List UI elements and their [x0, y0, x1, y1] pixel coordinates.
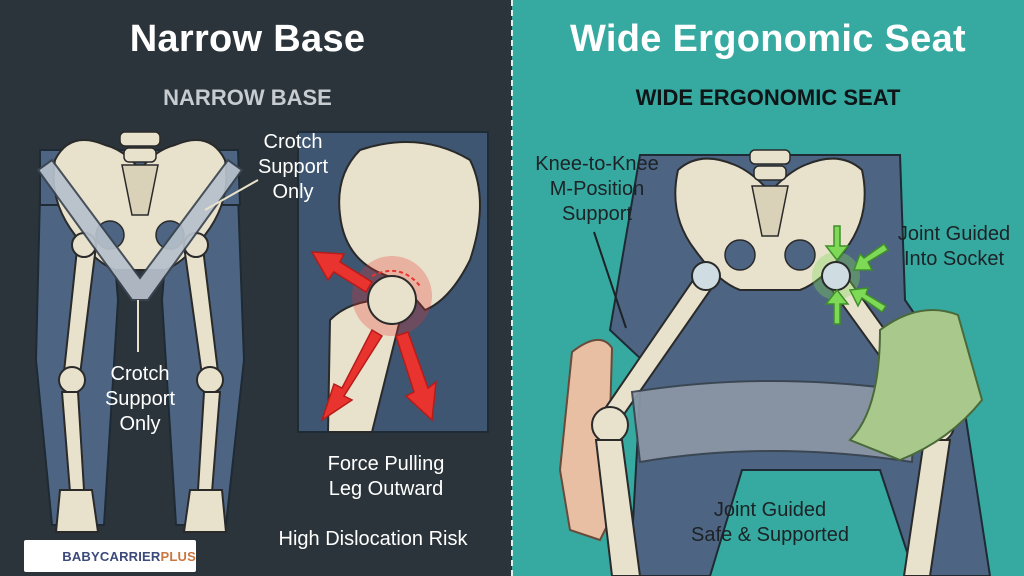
logo-brand-b: CARRIER [99, 548, 161, 564]
right-shin-b [902, 439, 952, 576]
left-foot-b [182, 489, 228, 533]
left-spine-a [119, 131, 161, 147]
right-shin-a [594, 439, 642, 576]
right-label-knee-line1: Knee-to-Knee [535, 153, 659, 175]
green-arrow-right-bottom [848, 287, 888, 314]
arrow-down-left [320, 328, 384, 422]
arrow-down-right [395, 331, 437, 422]
green-guide-arrows [824, 225, 890, 325]
left-strap-pointer-top [204, 179, 259, 211]
right-pelvis-hole-b [784, 239, 816, 271]
left-label-force-line1: Force Pulling [327, 453, 445, 475]
right-green-side-panel [848, 309, 984, 462]
left-zoom-pelvis [338, 141, 481, 312]
right-label-safe-line2: Safe & Supported [691, 524, 849, 546]
left-label-crotch-top: Crotch Support Only [238, 130, 348, 205]
left-narrow-strap [36, 158, 244, 301]
green-arrow-top [824, 225, 850, 262]
left-label-risk: High Dislocation Risk [278, 528, 468, 550]
right-label-socket: Joint Guided Into Socket [884, 222, 1024, 272]
right-subtitle: WIDE ERGONOMIC SEAT [635, 85, 901, 110]
left-label-crotch-top-line2: Support [257, 156, 329, 178]
right-pelvis-hole-a [724, 239, 756, 271]
left-label-crotch-top-line1: Crotch [263, 131, 323, 153]
left-spine-b [123, 147, 157, 163]
right-spine-b [753, 165, 787, 181]
left-knee-a [58, 366, 86, 394]
right-label-socket-line2: Into Socket [903, 248, 1005, 270]
right-femur-head-a [691, 261, 721, 291]
left-label-crotch-mid-line1: Crotch [110, 363, 170, 385]
right-sacrum [751, 185, 789, 237]
logo-brand-a: BABY [62, 548, 100, 564]
logo-wordmark: BABYCARRIERPLUS [62, 549, 196, 564]
right-m-figure [558, 149, 992, 576]
left-label-crotch-mid-line3: Only [119, 413, 161, 435]
left-subtitle: NARROW BASE [163, 85, 332, 110]
right-femur-head-b [821, 261, 851, 291]
left-label-crotch-top-line3: Only [272, 181, 314, 203]
left-foot-a [54, 489, 100, 533]
right-knee-a [591, 406, 629, 444]
right-title: Wide Ergonomic Seat [570, 18, 966, 60]
left-label-force-line2: Leg Outward [328, 478, 444, 500]
left-sacrum [121, 164, 159, 216]
right-knee-pointer [593, 231, 627, 329]
right-label-safe: Joint Guided Safe & Supported [660, 498, 880, 548]
logo-brand-c: PLUS [160, 548, 196, 564]
left-title: Narrow Base [129, 18, 366, 60]
right-label-socket-line1: Joint Guided [897, 223, 1011, 245]
right-label-knee-line3: Support [561, 203, 633, 225]
green-arrow-right-top [852, 242, 890, 271]
green-arrow-bottom [824, 288, 850, 325]
red-force-arrows [310, 251, 437, 422]
left-label-crotch-mid: Crotch Support Only [85, 362, 195, 437]
left-zoom-femur-head [367, 275, 417, 325]
left-label-force: Force Pulling Leg Outward [286, 452, 486, 502]
left-hip-zoom [297, 131, 489, 433]
arrow-up-left [310, 251, 374, 294]
right-wide-seat-fabric [630, 380, 918, 464]
left-legs-figure [34, 131, 259, 533]
right-label-knee: Knee-to-Knee M-Position Support [512, 152, 682, 227]
left-label-crotch-mid-line2: Support [104, 388, 176, 410]
right-label-knee-line2: M-Position [549, 178, 645, 200]
right-spine-a [749, 149, 791, 165]
brand-logo: BABYCARRIERPLUS [24, 540, 196, 572]
right-label-safe-line1: Joint Guided [713, 499, 827, 521]
left-knee-b [196, 366, 224, 394]
